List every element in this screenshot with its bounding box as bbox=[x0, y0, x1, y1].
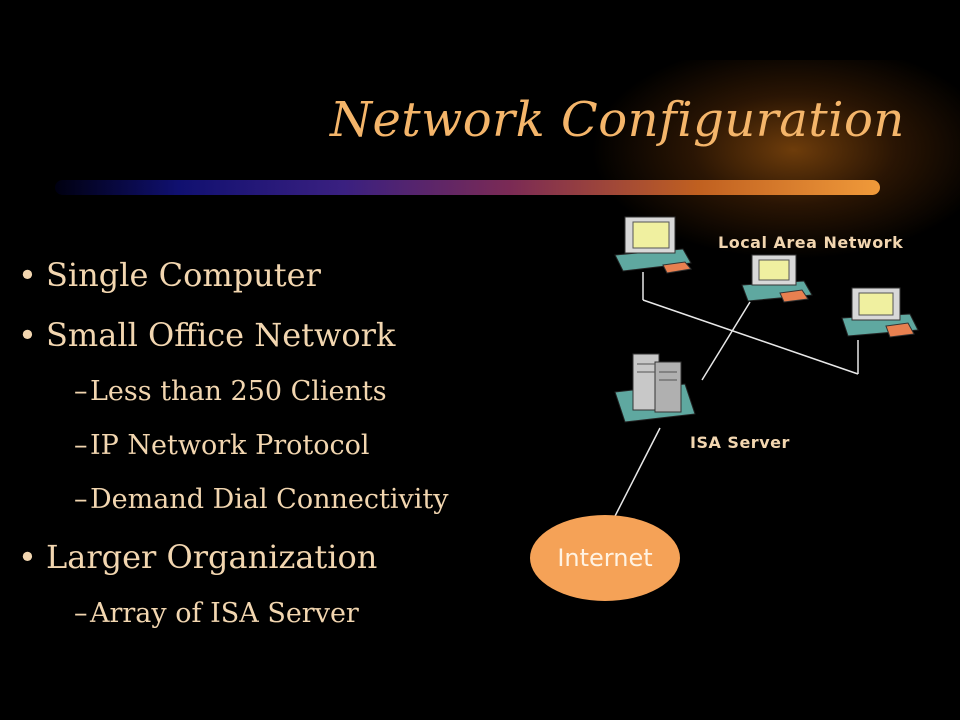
server-label: ISA Server bbox=[690, 433, 790, 452]
bullet-item: •Small Office Network bbox=[18, 316, 396, 354]
sub-bullet-item: –Less than 250 Clients bbox=[74, 376, 387, 407]
sub-bullet-item: –Demand Dial Connectivity bbox=[74, 484, 449, 515]
sub-bullet-item: –IP Network Protocol bbox=[74, 430, 370, 461]
server-icon bbox=[614, 353, 696, 423]
network-links bbox=[611, 272, 859, 523]
internet-cloud: Internet bbox=[530, 515, 680, 601]
slide-title: Network Configuration bbox=[330, 92, 905, 148]
lan-label: Local Area Network bbox=[718, 233, 904, 252]
bullet-list: •Single Computer •Small Office Network –… bbox=[18, 245, 448, 641]
computer-icon bbox=[614, 216, 692, 274]
computer-icon bbox=[841, 287, 919, 338]
bullet-item: •Larger Organization bbox=[18, 538, 378, 576]
title-gradient-bar bbox=[55, 180, 880, 195]
bullet-item: •Single Computer bbox=[18, 256, 321, 294]
internet-label: Internet bbox=[557, 544, 653, 572]
computer-icon bbox=[741, 254, 813, 303]
sub-bullet-item: –Array of ISA Server bbox=[74, 598, 359, 629]
